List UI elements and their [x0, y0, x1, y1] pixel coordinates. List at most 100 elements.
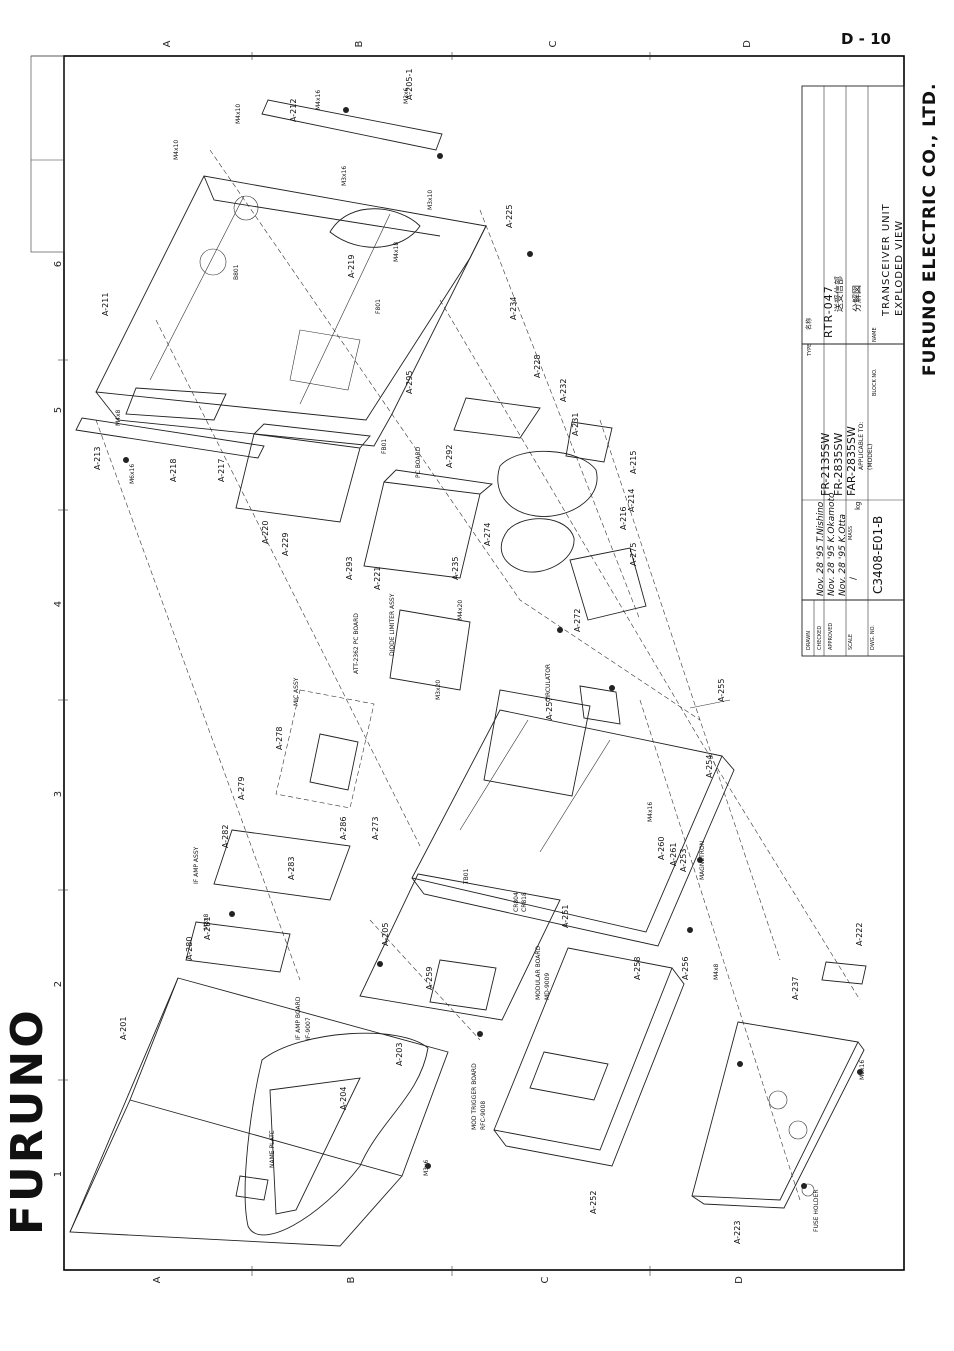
hardware-label: M4x8 [713, 963, 720, 980]
assembly-label: CR818 [521, 892, 528, 912]
part-label: A-223 [733, 1221, 742, 1244]
zone-letter-bottom-a: A [152, 1276, 163, 1283]
top-cover [69, 977, 449, 1247]
part-label: A-225 [505, 205, 514, 228]
assembly-label: MIC ASSY [293, 677, 300, 706]
hardware-callouts: M4x10 M4x16 M3x6 M3x8 M4x8 M6x16 M3x16 M… [115, 87, 866, 1176]
assembly-label: MD-9009 [544, 973, 551, 1000]
part-label: A-295 [405, 371, 414, 394]
part-label: A-255 [717, 679, 726, 702]
assembly-label: FB01 [381, 439, 388, 454]
assembly-label: MODULAR BOARD [535, 946, 542, 1000]
hardware-label: M6x16 [129, 464, 136, 484]
assembly-label: F801 [375, 299, 382, 314]
hardware-label: M4x20 [457, 600, 464, 620]
zone-letter-bottom-d: D [734, 1276, 745, 1284]
hardware-label: M3x6 [403, 87, 410, 104]
part-label: A-201 [119, 1017, 128, 1040]
drawn-label: DRAWN [806, 631, 812, 650]
part-label: A-258 [633, 957, 642, 980]
hardware-label: M6x16 [859, 1060, 866, 1080]
assembly-label: FUSE HOLDER [813, 1189, 820, 1232]
furuno-logo: FURUNO [2, 1007, 53, 1235]
approved-label: APPROVED [828, 623, 834, 650]
zone-number-6: 6 [53, 261, 64, 267]
name-line2: EXPLODED VIEW [894, 220, 905, 316]
zone-letter-bottom-c: C [540, 1276, 551, 1283]
part-label: A-283 [287, 857, 296, 880]
applicable-model-2: FR-2835SW [832, 433, 845, 496]
part-label: A-229 [281, 533, 290, 556]
applicable-label: APPLICABLE TO: [858, 422, 865, 470]
page-number: D - 10 [841, 30, 891, 48]
part-label: A-237 [791, 977, 800, 1000]
part-label: A-254 [705, 755, 714, 778]
part-label: A-220 [261, 521, 270, 544]
zone-letter-top-c: C [548, 40, 559, 47]
part-label: A-286 [339, 817, 348, 840]
part-label: A-235 [451, 557, 460, 580]
part-label: A-216 [619, 507, 628, 530]
part-callouts: A-201 A-203 A-204 A-205 A-205-1 A-211 A-… [93, 69, 864, 1244]
part-label: A-281 [203, 917, 212, 940]
part-label: A-234 [509, 297, 518, 320]
part-label: A-293 [345, 557, 354, 580]
hardware-label: M4x16 [647, 802, 654, 822]
part-label: A-279 [237, 777, 246, 800]
part-label: A-282 [221, 825, 230, 848]
assembly-label: IF AMP BOARD [295, 996, 302, 1040]
zone-number-2: 2 [53, 981, 64, 987]
part-label: A-203 [395, 1043, 404, 1066]
part-label: A-204 [339, 1087, 348, 1110]
part-label: A-211 [101, 293, 110, 316]
hardware-label: M4x16 [315, 90, 322, 110]
assembly-label: TB01 [463, 868, 470, 885]
assembly-label: CIRCULATOR [545, 664, 552, 702]
right-panel [691, 961, 867, 1209]
zone-number-1: 1 [53, 1171, 64, 1177]
part-label: A-218 [169, 459, 178, 482]
part-label: A-231 [571, 413, 580, 436]
title-block: TYPE RTR-047 名称 送受信部 分解図 BLOCK NO. NAME … [801, 85, 905, 657]
part-label: A-221 [373, 567, 382, 590]
part-label: A-217 [217, 459, 226, 482]
part-label: A-214 [627, 489, 636, 512]
assembly-label: MOD TRIGGER BOARD [471, 1063, 478, 1130]
part-label: A-273 [371, 817, 380, 840]
hardware-label: M3x20 [435, 680, 442, 700]
checked-value: Nov. 28 '95 K.Okamoto [827, 492, 837, 596]
leader-lines [95, 149, 861, 1201]
zone-number-3: 3 [53, 791, 64, 797]
part-label: A-272 [573, 609, 582, 632]
hardware-label: M3x16 [341, 166, 348, 186]
zone-letter-bottom-b: B [346, 1276, 357, 1283]
assembly-label: NAME PLATE [269, 1130, 276, 1168]
hardware-label: M4x10 [173, 140, 180, 160]
part-label: A-274 [483, 523, 492, 546]
zone-letter-top-a: A [162, 40, 173, 47]
part-label: A-256 [681, 957, 690, 980]
part-label: A-252 [589, 1191, 598, 1214]
zone-letter-top-d: D [742, 40, 753, 48]
type-label: TYPE [807, 344, 813, 357]
part-label: A-219 [347, 255, 356, 278]
hardware-label: M4x8 [115, 409, 122, 426]
checked-label: CHECKED [817, 626, 823, 650]
part-label: A-251 [561, 905, 570, 928]
zone-letter-top-b: B [354, 40, 365, 47]
part-label: A-259 [425, 967, 434, 990]
hardware-label: M4x18 [393, 242, 400, 262]
company-name: FURUNO ELECTRIC CO., LTD. [920, 83, 940, 376]
lower-chassis [411, 709, 735, 1167]
assembly-label: PC BOARD [415, 446, 422, 478]
part-label: A-260 [657, 837, 666, 860]
name-line1: TRANSCEIVER UNIT [881, 203, 892, 317]
name-jp-label: 名称 [805, 318, 813, 330]
part-label: A-257 [545, 697, 554, 720]
zone-number-4: 4 [53, 601, 64, 607]
hardware-label: M4x10 [235, 104, 242, 124]
part-label: A-205-1 [405, 69, 414, 100]
dwg-no-label: DWG. NO. [870, 625, 876, 650]
board-assemblies [185, 609, 591, 1021]
